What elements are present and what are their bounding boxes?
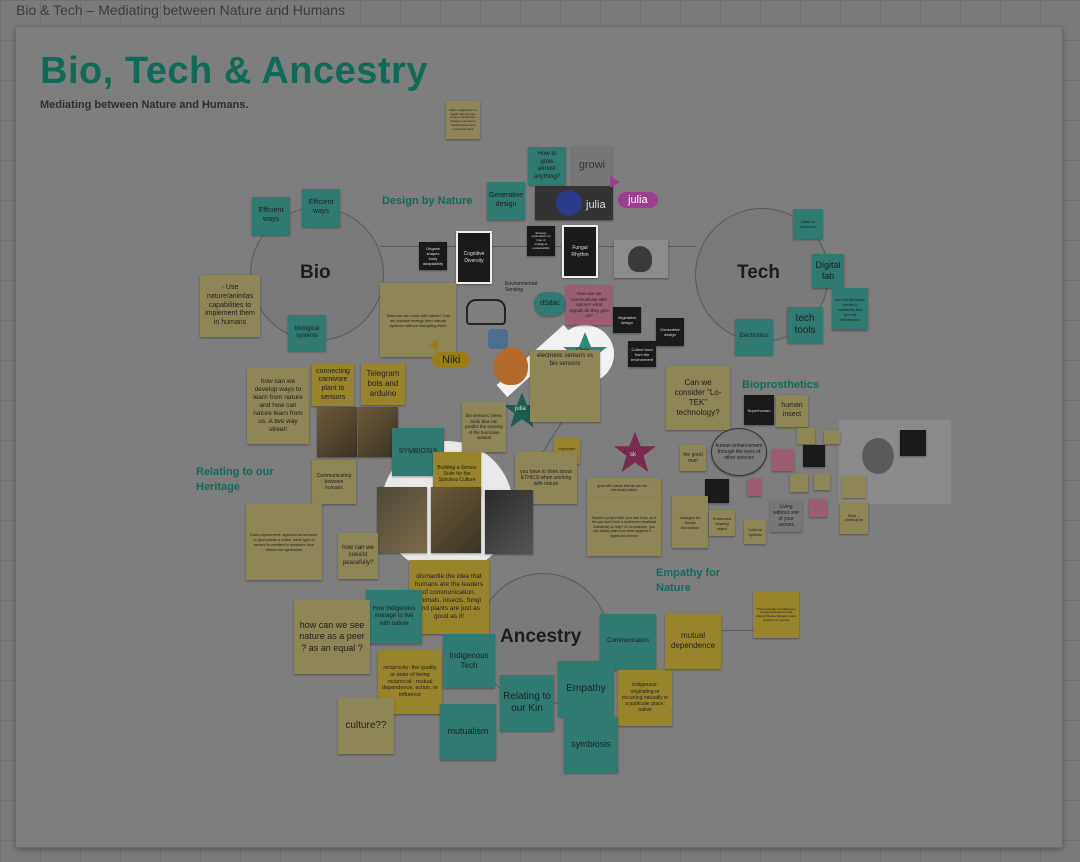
sticky-tech-tools[interactable]: tech tools: [787, 307, 823, 343]
sticky-bio-sensors[interactable]: bio sensors: bees, birds that can predic…: [462, 402, 506, 452]
heading-relating-heritage: Relating to our Heritage: [196, 466, 274, 494]
sticky-enhanced[interactable]: Enhanced hearing object: [709, 510, 735, 536]
sticky-can-communicate[interactable]: How can we communicate with nature? what…: [566, 285, 612, 325]
sticky-efficient-1[interactable]: Efficient ways: [252, 197, 290, 235]
sticky-empathy-note[interactable]: The knowledge of indigenous mutual depen…: [753, 592, 799, 638]
sticky-living[interactable]: Living without one of your senses: [770, 500, 802, 532]
sticky-generative-design-2[interactable]: Generative design: [656, 318, 684, 346]
cloud-dsdac[interactable]: dSdac: [534, 292, 566, 316]
photo-carnivore-plant[interactable]: [317, 407, 357, 457]
heading-design-by-nature: Design by Nature: [382, 195, 473, 207]
board-title: Bio, Tech & Ancestry: [40, 50, 428, 92]
sticky-small-3[interactable]: [824, 430, 840, 444]
sticky-grow-long[interactable]: Maybe a project with your own body, as i…: [587, 498, 661, 556]
tree-icon: [628, 246, 652, 272]
sticky-indigenous-tech[interactable]: Indigenous Tech: [443, 634, 495, 688]
sticky-top-note[interactable]: Make a digital twin of Earth that lets y…: [446, 101, 480, 139]
julia-avatar-icon: [556, 190, 582, 216]
sticky-indigenous-def[interactable]: indigenous: originating or occurring nat…: [618, 670, 672, 726]
sticky-how-to-grow[interactable]: How to grow almost anything?: [528, 147, 566, 185]
sticky-communication[interactable]: Communication: [600, 614, 656, 670]
tech-label: Tech: [737, 262, 780, 283]
sticky-pink-3[interactable]: [809, 499, 827, 517]
sticky-coexist[interactable]: how can we coexist peacefully?: [338, 533, 378, 579]
sticky-communicating[interactable]: Communicating between humans: [312, 460, 356, 504]
photo-julia-label: julia: [586, 199, 606, 211]
sticky-pink-2[interactable]: [747, 478, 761, 496]
sticky-cultural[interactable]: Cultural hybrids: [744, 520, 766, 544]
star-pink-label: sk: [630, 452, 636, 458]
sticky-lotek[interactable]: Can we consider "Lo-TEK" technology?: [666, 366, 730, 430]
sticky-collect-food[interactable]: Collect food from the environment: [628, 341, 656, 367]
heading-bioprosthetics: Bioprosthetics: [742, 379, 820, 391]
ancestry-label: Ancestry: [500, 626, 582, 647]
sticky-superhuman[interactable]: Superhuman: [744, 395, 774, 425]
photo-sensor-2[interactable]: [431, 487, 481, 553]
bio-label: Bio: [300, 262, 331, 283]
insect-head-icon: [862, 438, 894, 474]
sticky-vegetative-design[interactable]: Vegetative design: [613, 307, 641, 333]
photo-arduino[interactable]: [358, 407, 398, 457]
sticky-small-5[interactable]: [814, 474, 830, 490]
sticky-electronics[interactable]: Electronics: [735, 319, 773, 355]
sticky-how-develop[interactable]: how can we develop ways to learn from na…: [247, 368, 309, 444]
sticky-digital-fab[interactable]: Digital fab: [812, 254, 844, 288]
sticky-relating-kin[interactable]: Relating to our Kin: [500, 675, 554, 731]
sticky-how-peer[interactable]: how can we see nature as a peer ? as an …: [294, 600, 370, 674]
sticky-empathy[interactable]: Empathy: [558, 661, 614, 717]
sticky-cognitive[interactable]: Cognitive Diversity: [456, 231, 492, 284]
heading-empathy-nature: Empathy for Nature: [656, 567, 721, 595]
sticky-connecting-carnivore[interactable]: connecting carnivore plant to sensors: [312, 364, 354, 406]
sticky-strategy[interactable]: Strategy exploration on type of intellig…: [527, 226, 555, 256]
cursor-niki-pointer-icon: [428, 339, 438, 351]
sticky-use-nature[interactable]: - Use nature/animlas capabilities to imp…: [200, 275, 260, 337]
sticky-biological-systems[interactable]: biological systems: [288, 315, 326, 351]
sticky-grow-small[interactable]: Deep ... plants grow: [840, 502, 868, 534]
sticky-voyage[interactable]: Voyages for Social Innovation: [672, 496, 708, 548]
sticky-small-6[interactable]: [705, 479, 729, 503]
sticky-small-1[interactable]: [797, 428, 815, 444]
sticky-small-4[interactable]: [790, 474, 808, 492]
sticky-chris-experiment[interactable]: Chris experiment: agricultural sensors, …: [246, 504, 322, 580]
sticky-origami[interactable]: Origami shapes body adaptability: [419, 242, 447, 270]
connector-empathy-note: [722, 630, 754, 631]
sticky-dismantle[interactable]: dismantle the idea that humans are the l…: [409, 560, 489, 634]
sticky-electronic-sensors[interactable]: electronic sensors vs bio sensors: [530, 350, 600, 422]
board-subtitle: Mediating between Nature and Humans.: [40, 99, 249, 111]
photo-sensor-1[interactable]: [377, 487, 427, 553]
sticky-human-enhancement[interactable]: human enhancement through the eyes of ot…: [711, 428, 767, 476]
sticky-mutualism[interactable]: mutualism: [440, 704, 496, 760]
sticky-how-indigenous[interactable]: How Indigenous manage to live with natur…: [366, 590, 422, 644]
sticky-learn-robot[interactable]: Team we can work with robots? Can we cha…: [380, 283, 456, 357]
sticky-good-man[interactable]: the good man: [680, 445, 706, 471]
window-title: Bio & Tech – Mediating between Nature an…: [16, 2, 345, 18]
sticky-small-2[interactable]: [803, 445, 825, 467]
sticky-growi[interactable]: growi: [572, 146, 612, 186]
sticky-fungal[interactable]: Fungal Rhythm: [562, 225, 598, 278]
star-pink-icon: [613, 431, 657, 473]
cursor-julia-pointer-icon: [610, 176, 620, 188]
sticky-generative-design[interactable]: Generative design: [487, 182, 525, 220]
cursor-niki: Niki: [432, 352, 471, 368]
star-julia-icon: [503, 392, 541, 428]
sticky-grow-note[interactable]: grow with nature that we are bio ... eve…: [587, 478, 661, 498]
sticky-bioprosthetic-note[interactable]: [900, 430, 926, 456]
sticky-telegram[interactable]: Telegram bots and arduino: [361, 363, 405, 405]
star-julia-label: julia: [515, 406, 526, 412]
env-sensing-label: Environmental Sensing: [505, 281, 537, 293]
sticky-human-insect[interactable]: human insect: [776, 395, 808, 427]
robot-icon: [488, 329, 508, 349]
fire-face-icon: [494, 347, 528, 385]
sticky-small-7[interactable]: [842, 476, 866, 498]
sticky-pink-1[interactable]: [772, 449, 794, 471]
sticky-efficient-2[interactable]: Efficient ways: [302, 189, 340, 227]
bear-icon: [466, 299, 506, 325]
sticky-tech-right[interactable]: use the biomimic media & machines that a…: [832, 288, 868, 330]
photo-sensor-3[interactable]: [485, 490, 533, 554]
sticky-culture[interactable]: culture??: [338, 698, 394, 754]
sticky-mutual-dependence[interactable]: mutual dependence: [665, 613, 721, 669]
cursor-julia: julia: [618, 192, 658, 208]
sticky-symbiosis[interactable]: symbiosis: [564, 717, 618, 773]
sticky-tech-connect[interactable]: Want to connect it: [793, 209, 823, 239]
